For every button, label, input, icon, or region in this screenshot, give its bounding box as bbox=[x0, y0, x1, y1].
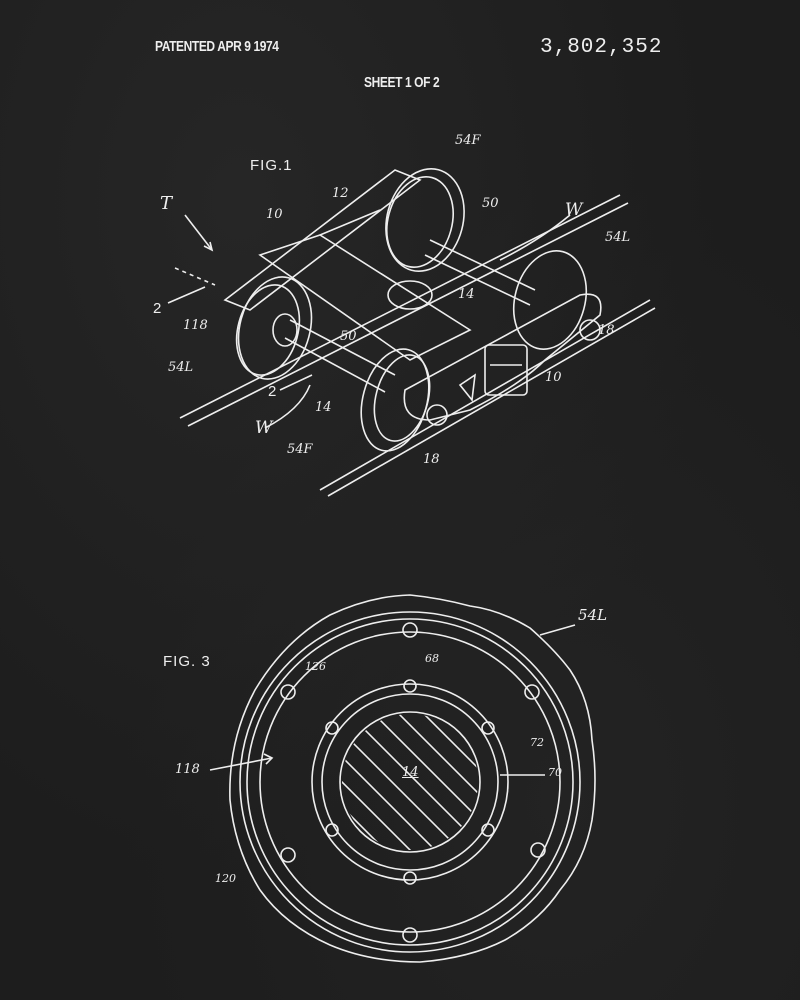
label-54l-right: 54L bbox=[605, 230, 631, 245]
patented-label: PATENTED APR 9 1974 bbox=[155, 38, 279, 55]
label-w: W bbox=[255, 418, 273, 438]
patent-date: APR 9 1974 bbox=[217, 38, 279, 55]
sheet-number: SHEET 1 OF 2 bbox=[364, 74, 440, 91]
label-126: 126 bbox=[305, 660, 326, 673]
label-10: 10 bbox=[545, 370, 562, 385]
label-68: 68 bbox=[425, 652, 439, 665]
label-118: 118 bbox=[175, 762, 200, 777]
fig3-wheel-section bbox=[209, 594, 596, 963]
label-14: 14 bbox=[458, 287, 475, 302]
label-50: 50 bbox=[340, 329, 357, 344]
label-50: 50 bbox=[482, 196, 499, 211]
label-54f-top: 54F bbox=[455, 133, 481, 148]
label-w: W bbox=[565, 200, 583, 220]
label-12: 12 bbox=[332, 186, 349, 201]
label-70: 70 bbox=[548, 766, 562, 779]
label-120: 120 bbox=[215, 872, 236, 885]
label-2: 2 bbox=[268, 383, 278, 400]
fig1-truck-drawing bbox=[167, 168, 656, 497]
label-14: 14 bbox=[315, 400, 332, 415]
label-54f-bottom: 54F bbox=[287, 442, 313, 457]
fig1-title: FIG.1 bbox=[250, 157, 293, 174]
label-54l-left: 54L bbox=[168, 360, 194, 375]
label-t: T bbox=[160, 193, 173, 214]
label-18: 18 bbox=[598, 323, 615, 338]
label-54l: 54L bbox=[578, 606, 608, 624]
label-118: 118 bbox=[183, 318, 208, 333]
label-14: 14 bbox=[402, 765, 419, 780]
label-18: 18 bbox=[423, 452, 440, 467]
label-72: 72 bbox=[530, 736, 544, 749]
label-2: 2 bbox=[153, 300, 163, 317]
fig3-title: FIG. 3 bbox=[163, 653, 211, 670]
label-10: 10 bbox=[266, 207, 283, 222]
patent-number: 3,802,352 bbox=[540, 36, 663, 59]
